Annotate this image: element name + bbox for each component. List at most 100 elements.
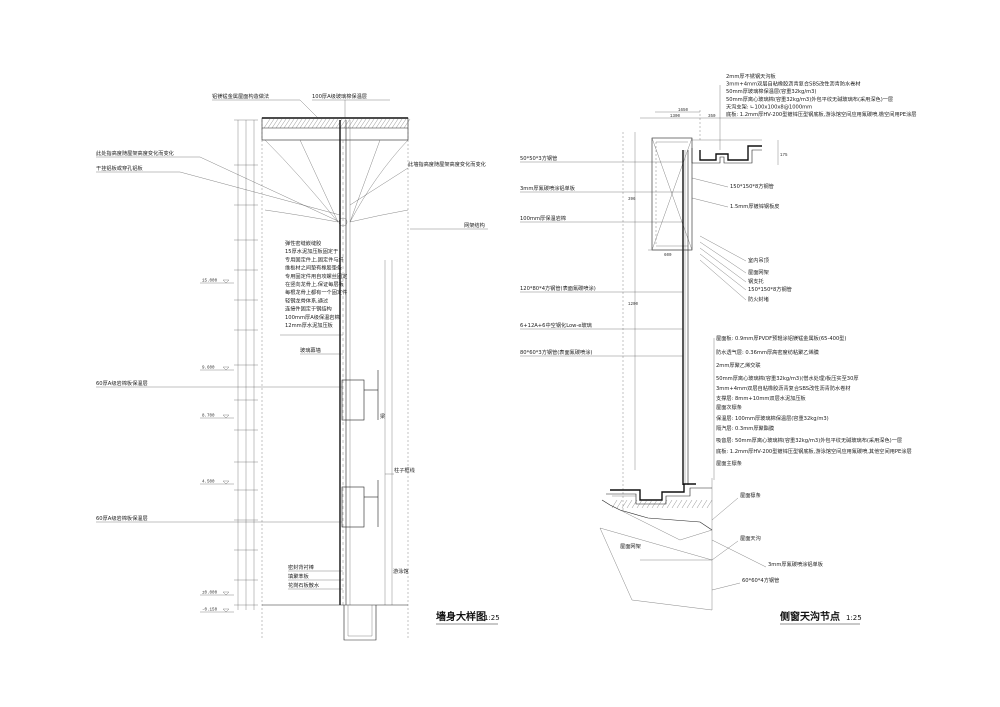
hatch-line bbox=[279, 118, 287, 129]
hatch-line bbox=[395, 118, 403, 129]
note-text: 15厚水泥加压板固定于 bbox=[285, 247, 338, 255]
roof-truss-right bbox=[599, 478, 713, 611]
right-drawing-title: 侧窗天沟节点 bbox=[780, 610, 840, 623]
hatch-line bbox=[323, 118, 331, 129]
note-text: 屋面檩条 bbox=[740, 491, 761, 499]
note-text: 50mm厚离心玻璃棉(容重32kg/m3)(憎水处理)板压实至30厚 bbox=[716, 374, 859, 382]
note-text: 1.5mm厚镀锌钢板皮 bbox=[730, 202, 779, 210]
left-drawing-title: 墙身大样图 bbox=[436, 610, 486, 623]
hatch-line bbox=[391, 118, 399, 129]
dim-396: 396 bbox=[628, 198, 636, 202]
hatch-line bbox=[646, 499, 653, 509]
hatch-line bbox=[611, 499, 618, 509]
hatch-line bbox=[351, 118, 359, 129]
hatch-line bbox=[636, 499, 643, 509]
label-dry-hung-aluminum: 干挂铝板或穿孔铝板 bbox=[96, 164, 144, 172]
left-guide-lines bbox=[261, 120, 409, 640]
hatch-line bbox=[283, 118, 291, 129]
note-text: 底板: 1.2mm厚HV-200型镀锌压型钢底板,游泳馆空间应用氟碳喷,檐空间用… bbox=[726, 110, 916, 118]
note-text: 屋面天沟 bbox=[740, 534, 761, 542]
elevation-symbol bbox=[222, 279, 230, 284]
dim-1650: 1650 bbox=[678, 109, 689, 113]
note-text: 密封背衬棒 bbox=[288, 563, 315, 571]
hatch-line bbox=[291, 118, 299, 129]
hatch-line bbox=[367, 118, 375, 129]
note-text: 50mm厚离心玻璃棉(容重32kg/m3)外包平纹无碱玻璃布(采用深色)一层 bbox=[726, 95, 893, 103]
hatch-line bbox=[327, 118, 335, 129]
hatch-line bbox=[347, 118, 355, 129]
hatch-line bbox=[303, 118, 311, 129]
label-space-frame: 网架结构 bbox=[464, 221, 485, 229]
gutter-top-notes: 2mm厚不锈钢天沟板3mm+4mm双层自粘橡胶沥青复合SBS改性沥青防水卷材50… bbox=[726, 72, 916, 118]
gutter-node-drawing: 1650 1300 350 175 396 600 1200 2mm厚不锈钢天沟… bbox=[520, 72, 916, 625]
hatch-line bbox=[399, 118, 407, 129]
foundation bbox=[262, 604, 408, 641]
note-text: 80*60*3方钢管(表面氟碳喷涂) bbox=[520, 348, 592, 356]
hatch-line bbox=[363, 118, 371, 129]
right-guide-lines bbox=[622, 110, 701, 510]
roof-hatching bbox=[263, 118, 411, 129]
note-text: 连接件固定于钢结构 bbox=[285, 305, 332, 313]
label-height-varies-right: 此墙指高度随屋架高度变化而变化 bbox=[408, 160, 486, 168]
hatch-line bbox=[379, 118, 387, 129]
hatch-line bbox=[676, 499, 683, 509]
note-text: 弹性密缝嵌缝胶 bbox=[285, 239, 321, 247]
hatch-line bbox=[631, 499, 638, 509]
wall-system-notes: 弹性密缝嵌缝胶15厚水泥加压板固定于专用固定件上,固定件与纤维板材之间垫有橡胶垫… bbox=[285, 239, 347, 329]
hatch-line bbox=[307, 118, 315, 129]
truss-box bbox=[651, 137, 693, 251]
hatch-line bbox=[371, 118, 379, 129]
note-text: 100mm厚A级保温岩棉 bbox=[285, 313, 340, 321]
note-text: 50mm厚玻璃棉保温层(容重32kg/m3) bbox=[726, 87, 816, 95]
roof-truss bbox=[264, 139, 409, 227]
label-height-varies-left: 此处指高度随屋架高度变化而变化 bbox=[96, 149, 174, 157]
hatch-line bbox=[706, 499, 713, 509]
leader-line bbox=[699, 247, 747, 283]
hatch-line bbox=[616, 499, 623, 509]
hatch-line bbox=[681, 499, 688, 509]
dim-350: 350 bbox=[708, 115, 716, 119]
note-text: 防水透气层: 0.36mm厚高密度纺粘聚乙烯膜 bbox=[716, 348, 819, 356]
elevation-text: 8.700 bbox=[202, 415, 215, 419]
note-text: 120*80*4方钢管(表面氟碳喷涂) bbox=[520, 284, 596, 292]
roof-layer-notes: 屋面板: 0.9mm厚PVDF预辊涂铝镁锰金属板(65-400型)防水透气层: … bbox=[713, 334, 912, 480]
note-text: 60*60*4方钢管 bbox=[742, 576, 779, 584]
label-rockwool-lower: 60厚A级岩棉板保温层 bbox=[96, 514, 148, 522]
hatch-line bbox=[359, 118, 367, 129]
leader-line bbox=[699, 259, 747, 301]
hatch-line bbox=[626, 499, 633, 509]
hatch-line bbox=[315, 118, 323, 129]
hatch-line bbox=[691, 499, 698, 509]
note-text: 室内吊顶 bbox=[748, 256, 769, 264]
leader-line bbox=[691, 197, 729, 208]
note-text: 轻钢龙骨体系,通过 bbox=[285, 296, 328, 304]
hatch-line bbox=[335, 118, 343, 129]
hatch-line bbox=[661, 499, 668, 509]
note-text: 2mm厚不锈钢天沟板 bbox=[726, 72, 777, 80]
note-text: 6+12A+6中空钢化Low-e玻璃 bbox=[520, 321, 592, 329]
right-drawing-scale: 1:25 bbox=[846, 614, 862, 622]
dim-1300: 1300 bbox=[670, 115, 681, 119]
elevation-symbol bbox=[222, 608, 230, 613]
hatch-line bbox=[295, 118, 303, 129]
right-dimension-lines bbox=[634, 111, 779, 470]
gutter-left-notes: 50*50*3方钢管3mm厚氟碳喷涂铝单板100mm厚保温岩棉120*80*4方… bbox=[520, 154, 683, 357]
note-text: 50*50*3方钢管 bbox=[520, 154, 557, 162]
note-text: 屋面次檩条 bbox=[716, 403, 742, 411]
hatch-line bbox=[387, 118, 395, 129]
note-text: 3mm+4mm双层自粘橡胶沥青复合SBS改性沥青防水卷材 bbox=[726, 80, 861, 88]
hatch-line bbox=[263, 118, 271, 129]
label-roof-insulation: 100厚A级玻璃棉保温层 bbox=[312, 92, 367, 100]
label-column-line: 柱子框线 bbox=[394, 466, 415, 474]
hatch-line bbox=[641, 499, 648, 509]
note-text: 天沟支架: ∟100x100x8@1000mm bbox=[726, 102, 812, 110]
top-gutter bbox=[691, 139, 762, 164]
note-text: 隔汽层: 0.3mm厚聚酯膜 bbox=[716, 424, 774, 432]
note-text: 3mm+4mm双层自粘橡胶沥青复合SBS改性沥青防水卷材 bbox=[716, 384, 851, 392]
hatch-line bbox=[686, 499, 693, 509]
hatch-line bbox=[267, 118, 275, 129]
label-roof-construction: 铝镁锰金属屋面构造做法 bbox=[212, 92, 269, 100]
